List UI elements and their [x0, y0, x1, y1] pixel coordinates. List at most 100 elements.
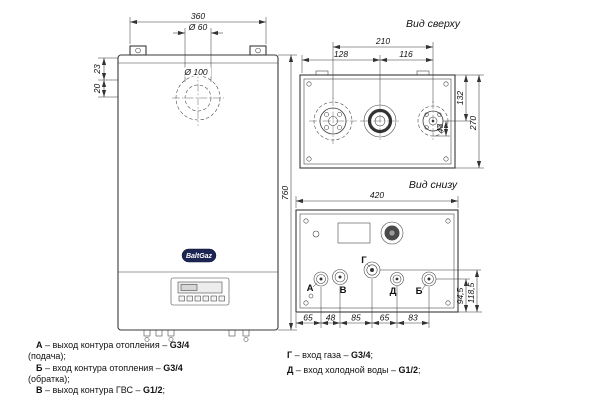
- port-a-fitting: [313, 271, 329, 287]
- legend-tail-d: ;: [418, 365, 421, 376]
- corner-screw: [303, 300, 309, 306]
- bottom-view-outline: [295, 209, 459, 313]
- bolt-hole: [437, 125, 442, 130]
- legend-item-a: А – выход контура отопления – G3/4: [28, 340, 189, 351]
- panel-button: [186, 295, 193, 302]
- drain-screw: [312, 230, 320, 238]
- corner-screw: [445, 300, 451, 306]
- legend-size-v: G1/2: [142, 385, 163, 396]
- legend-key-g: Г: [287, 350, 293, 360]
- legend-text-d: – вход холодной воды –: [293, 365, 399, 376]
- bolt-hole: [337, 112, 342, 117]
- legend-item-d: Д – вход холодной воды – G1/2;: [287, 365, 421, 376]
- legend-size-d: G1/2: [398, 365, 419, 376]
- bolt-hole: [324, 112, 329, 117]
- connection-stub: [242, 329, 250, 337]
- corner-screw: [306, 156, 312, 162]
- pump-housing: [380, 221, 404, 245]
- flange-center-dot: [431, 119, 435, 123]
- leader-line: [312, 282, 318, 288]
- control-panel: [170, 277, 230, 306]
- pump-cap: [388, 229, 396, 237]
- dim-flue-to-flange: 116: [399, 49, 413, 59]
- port-label-g: Г: [361, 255, 367, 266]
- legend-left-column: А – выход контура отопления – G3/4 (пода…: [28, 340, 189, 396]
- top-view: Вид сверху: [299, 18, 484, 169]
- corner-screw: [303, 218, 309, 224]
- connection-stub: [167, 329, 175, 337]
- legend-size-a: G3/4: [169, 340, 190, 350]
- flue-circle-inner: [184, 84, 212, 112]
- legend-text-b: – вход контура отопления –: [42, 362, 164, 373]
- dim-bracket-offset-2: 20: [92, 84, 102, 95]
- legend-item-v: В – выход контура ГВС – G1/2;: [28, 385, 189, 396]
- legend-text-a: – выход контура отопления –: [42, 340, 170, 350]
- display-segment: [180, 284, 198, 291]
- port-label-v: В: [340, 285, 347, 296]
- top-view-inner-outline: [303, 78, 452, 165]
- bolt-hole: [424, 125, 429, 130]
- label-backing: [181, 67, 211, 77]
- dim-depth-row-gas: 118,5: [466, 282, 476, 303]
- flange-center-hole: [328, 116, 338, 126]
- mounting-bracket-right: [249, 45, 267, 56]
- panel-button: [178, 295, 185, 302]
- legend-item-b: Б – вход контура отопления – G3/4: [28, 363, 189, 374]
- bottom-view-inner-outline: [299, 213, 455, 309]
- port-d-fitting: [390, 272, 404, 286]
- top-tab-right: [416, 70, 430, 76]
- port-v-fitting: [332, 269, 348, 285]
- corner-screw: [443, 81, 449, 87]
- left-flange-outer: [313, 101, 353, 141]
- bolt-hole: [424, 112, 429, 117]
- dim-chain-2: 48: [326, 313, 336, 323]
- legend-tail-v: ;: [162, 385, 165, 396]
- bolt-hole: [324, 125, 329, 130]
- left-flange: [319, 107, 347, 135]
- legend-key-v: В: [36, 385, 43, 396]
- top-view-title: Вид сверху: [406, 18, 461, 30]
- mounting-bracket-left: [129, 45, 147, 56]
- bracket-hole-right: [255, 47, 261, 54]
- port-label-b: Б: [416, 286, 423, 297]
- small-screw: [308, 293, 314, 299]
- legend-size-b: G3/4: [163, 362, 183, 373]
- dim-chain-4: 65: [380, 313, 390, 323]
- stub-end: [243, 337, 249, 342]
- legend-text-g: – вход газа –: [292, 350, 351, 360]
- port-b-fitting: [421, 271, 437, 287]
- leader-line: [421, 283, 427, 291]
- dim-chain-3: 85: [351, 313, 361, 323]
- corner-screw: [445, 218, 451, 224]
- panel-button: [218, 295, 225, 302]
- stub-end: [168, 337, 174, 342]
- coaxial-flue-inner: [374, 115, 386, 127]
- coaxial-flue-ring: [367, 108, 393, 134]
- dim-chain-5: 83: [408, 313, 418, 323]
- legend-item-b-line2: (обратка);: [28, 373, 70, 384]
- connection-stub: [155, 329, 163, 337]
- dim-front-width: 360: [191, 11, 205, 21]
- bottom-view-title: Вид снизу: [409, 179, 458, 191]
- legend-key-b: Б: [36, 362, 43, 373]
- legend-item-g: Г – вход газа – G3/4;: [287, 350, 421, 361]
- stub-end: [144, 337, 150, 342]
- dim-depth-to-axis: 132: [455, 91, 465, 105]
- dim-flue-inner: Ø 60: [188, 22, 208, 32]
- junction-box: [337, 222, 371, 244]
- panel-button: [202, 295, 209, 302]
- port-label-d: Д: [390, 286, 397, 297]
- panel-button: [194, 295, 201, 302]
- display-screen: [177, 281, 223, 294]
- legend-right-column: Г – вход газа – G3/4; Д – вход холодной …: [287, 350, 421, 377]
- dim-flue-outer: Ø 100: [183, 67, 207, 77]
- connection-stub: [228, 329, 236, 337]
- leader-line: [366, 263, 371, 268]
- dim-depth: 270: [468, 116, 478, 131]
- dim-chain-1: 65: [303, 313, 313, 323]
- corner-screw: [443, 156, 449, 162]
- dim-bracket-offset-1: 23: [92, 64, 102, 75]
- dim-bottom-width: 420: [370, 190, 384, 200]
